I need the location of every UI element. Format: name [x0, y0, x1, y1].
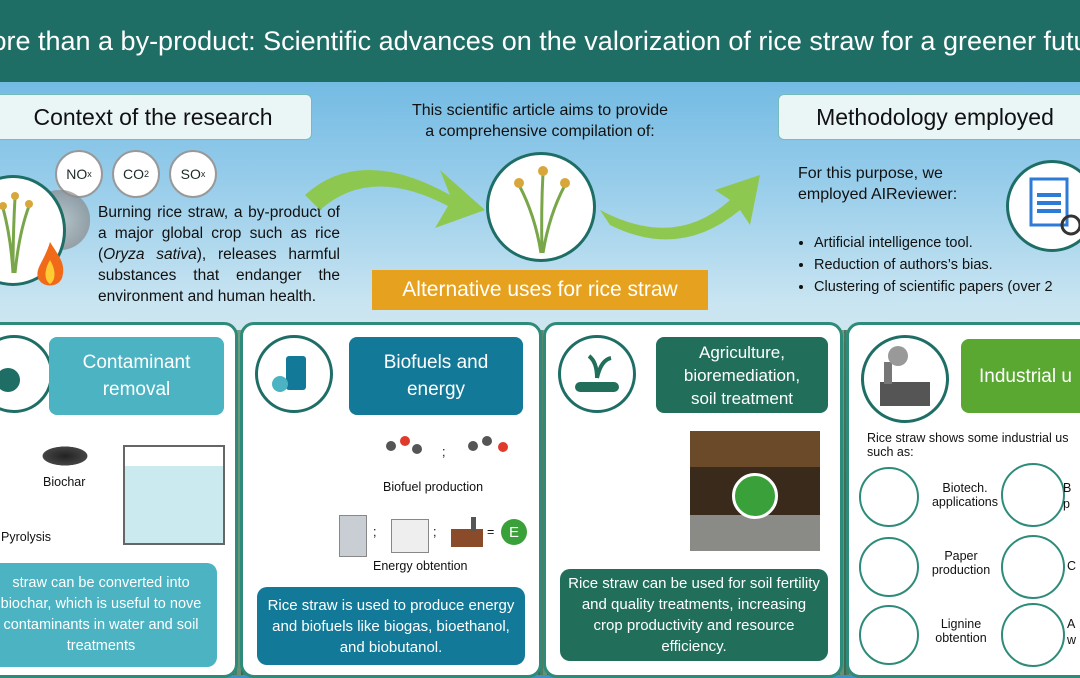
wheelbarrow-icon: [1001, 535, 1065, 599]
biofuel-label: Biofuel production: [383, 480, 484, 494]
fuel-pump-icon: [255, 335, 333, 413]
pyrolysis-label: Pyrolysis: [1, 530, 52, 544]
aim-line1: This scientific article aims to provide: [411, 102, 669, 119]
alternative-uses-label: Alternative uses for rice straw: [402, 278, 678, 301]
context-header: Context of the research: [0, 94, 312, 140]
tank-icon: [339, 515, 367, 557]
contaminant-icon: [0, 335, 53, 413]
oven-icon: [391, 519, 429, 553]
industrial-panel: Industrial u Rice straw shows some indus…: [846, 322, 1080, 678]
biochar-label: Biochar: [43, 475, 86, 489]
spreadsheet-search-icon: [1006, 160, 1080, 252]
industrial-intro: Rice straw shows some industrial us such…: [867, 431, 1069, 459]
methodology-intro: For this purpose, we employed AIReviewer…: [798, 165, 958, 203]
arrow-left-icon: [305, 170, 485, 228]
molecule-icon: [465, 431, 515, 461]
agriculture-panel: Agriculture, bioremediation, soil treatm…: [543, 322, 843, 678]
contaminant-summary: straw can be converted into biochar, whi…: [0, 563, 217, 667]
bioplastic-icon: [1001, 463, 1065, 527]
aim-line2: a comprehensive compilation of:: [425, 123, 655, 140]
fire-icon: [32, 240, 68, 295]
biofuels-summary: Rice straw is used to produce energy and…: [257, 587, 525, 665]
page-title: ore than a by-product: Scientific advanc…: [0, 25, 1080, 56]
industrial-title: Industrial u: [961, 339, 1080, 413]
methodology-bullet: Clustering of scientific papers (over 2: [814, 276, 1080, 298]
livestock-icon: [1001, 603, 1065, 667]
arrow-right-icon: [600, 175, 760, 240]
context-header-label: Context of the research: [33, 103, 273, 130]
energy-icon: E: [501, 519, 527, 545]
context-text: Burning rice straw, a by-product of a ma…: [98, 204, 341, 305]
methodology-list: Artificial intelligence tool. Reduction …: [796, 232, 1080, 298]
agriculture-title: Agriculture, bioremediation, soil treatm…: [656, 337, 828, 413]
aim-text: This scientific article aims to provide …: [360, 100, 720, 142]
book-icon: [859, 537, 919, 597]
contaminant-title: Contaminant removal: [49, 337, 224, 415]
molecule-icon: [383, 433, 423, 459]
water-tank-icon: [123, 445, 225, 545]
lignin-molecule-icon: [859, 605, 919, 665]
methodology-bullet: Artificial intelligence tool.: [814, 232, 1080, 254]
factory-icon: [447, 511, 487, 551]
agriculture-summary: Rice straw can be used for soil fertilit…: [560, 569, 828, 661]
biofuels-title: Biofuels and energy: [349, 337, 523, 415]
biotech-icon: [859, 467, 919, 527]
industrial-item-label: Lignine obtention: [935, 617, 987, 645]
energy-label: Energy obtention: [373, 559, 468, 573]
separator: ;: [442, 445, 446, 459]
industrial-item-label: Biotech. applications: [931, 481, 998, 509]
factory-smoke-icon: [861, 335, 949, 423]
methodology-header-label: Methodology employed: [816, 103, 1054, 130]
contaminant-panel: Contaminant removal Biochar Pyrolysis st…: [0, 322, 238, 678]
industrial-item-label: Paper production: [931, 549, 991, 577]
plant-hand-icon: [558, 335, 636, 413]
biofuels-panel: Biofuels and energy ; Biofuel production…: [240, 322, 542, 678]
methodology-bullet: Reduction of authors’s bias.: [814, 254, 1080, 276]
rice-plant-icon: [486, 152, 596, 262]
title-bar: ore than a by-product: Scientific advanc…: [0, 0, 1080, 82]
alternative-uses-banner: Alternative uses for rice straw: [372, 270, 708, 310]
biochar-icon: [39, 445, 91, 467]
check-icon: [732, 473, 778, 519]
methodology-header: Methodology employed: [778, 94, 1080, 140]
